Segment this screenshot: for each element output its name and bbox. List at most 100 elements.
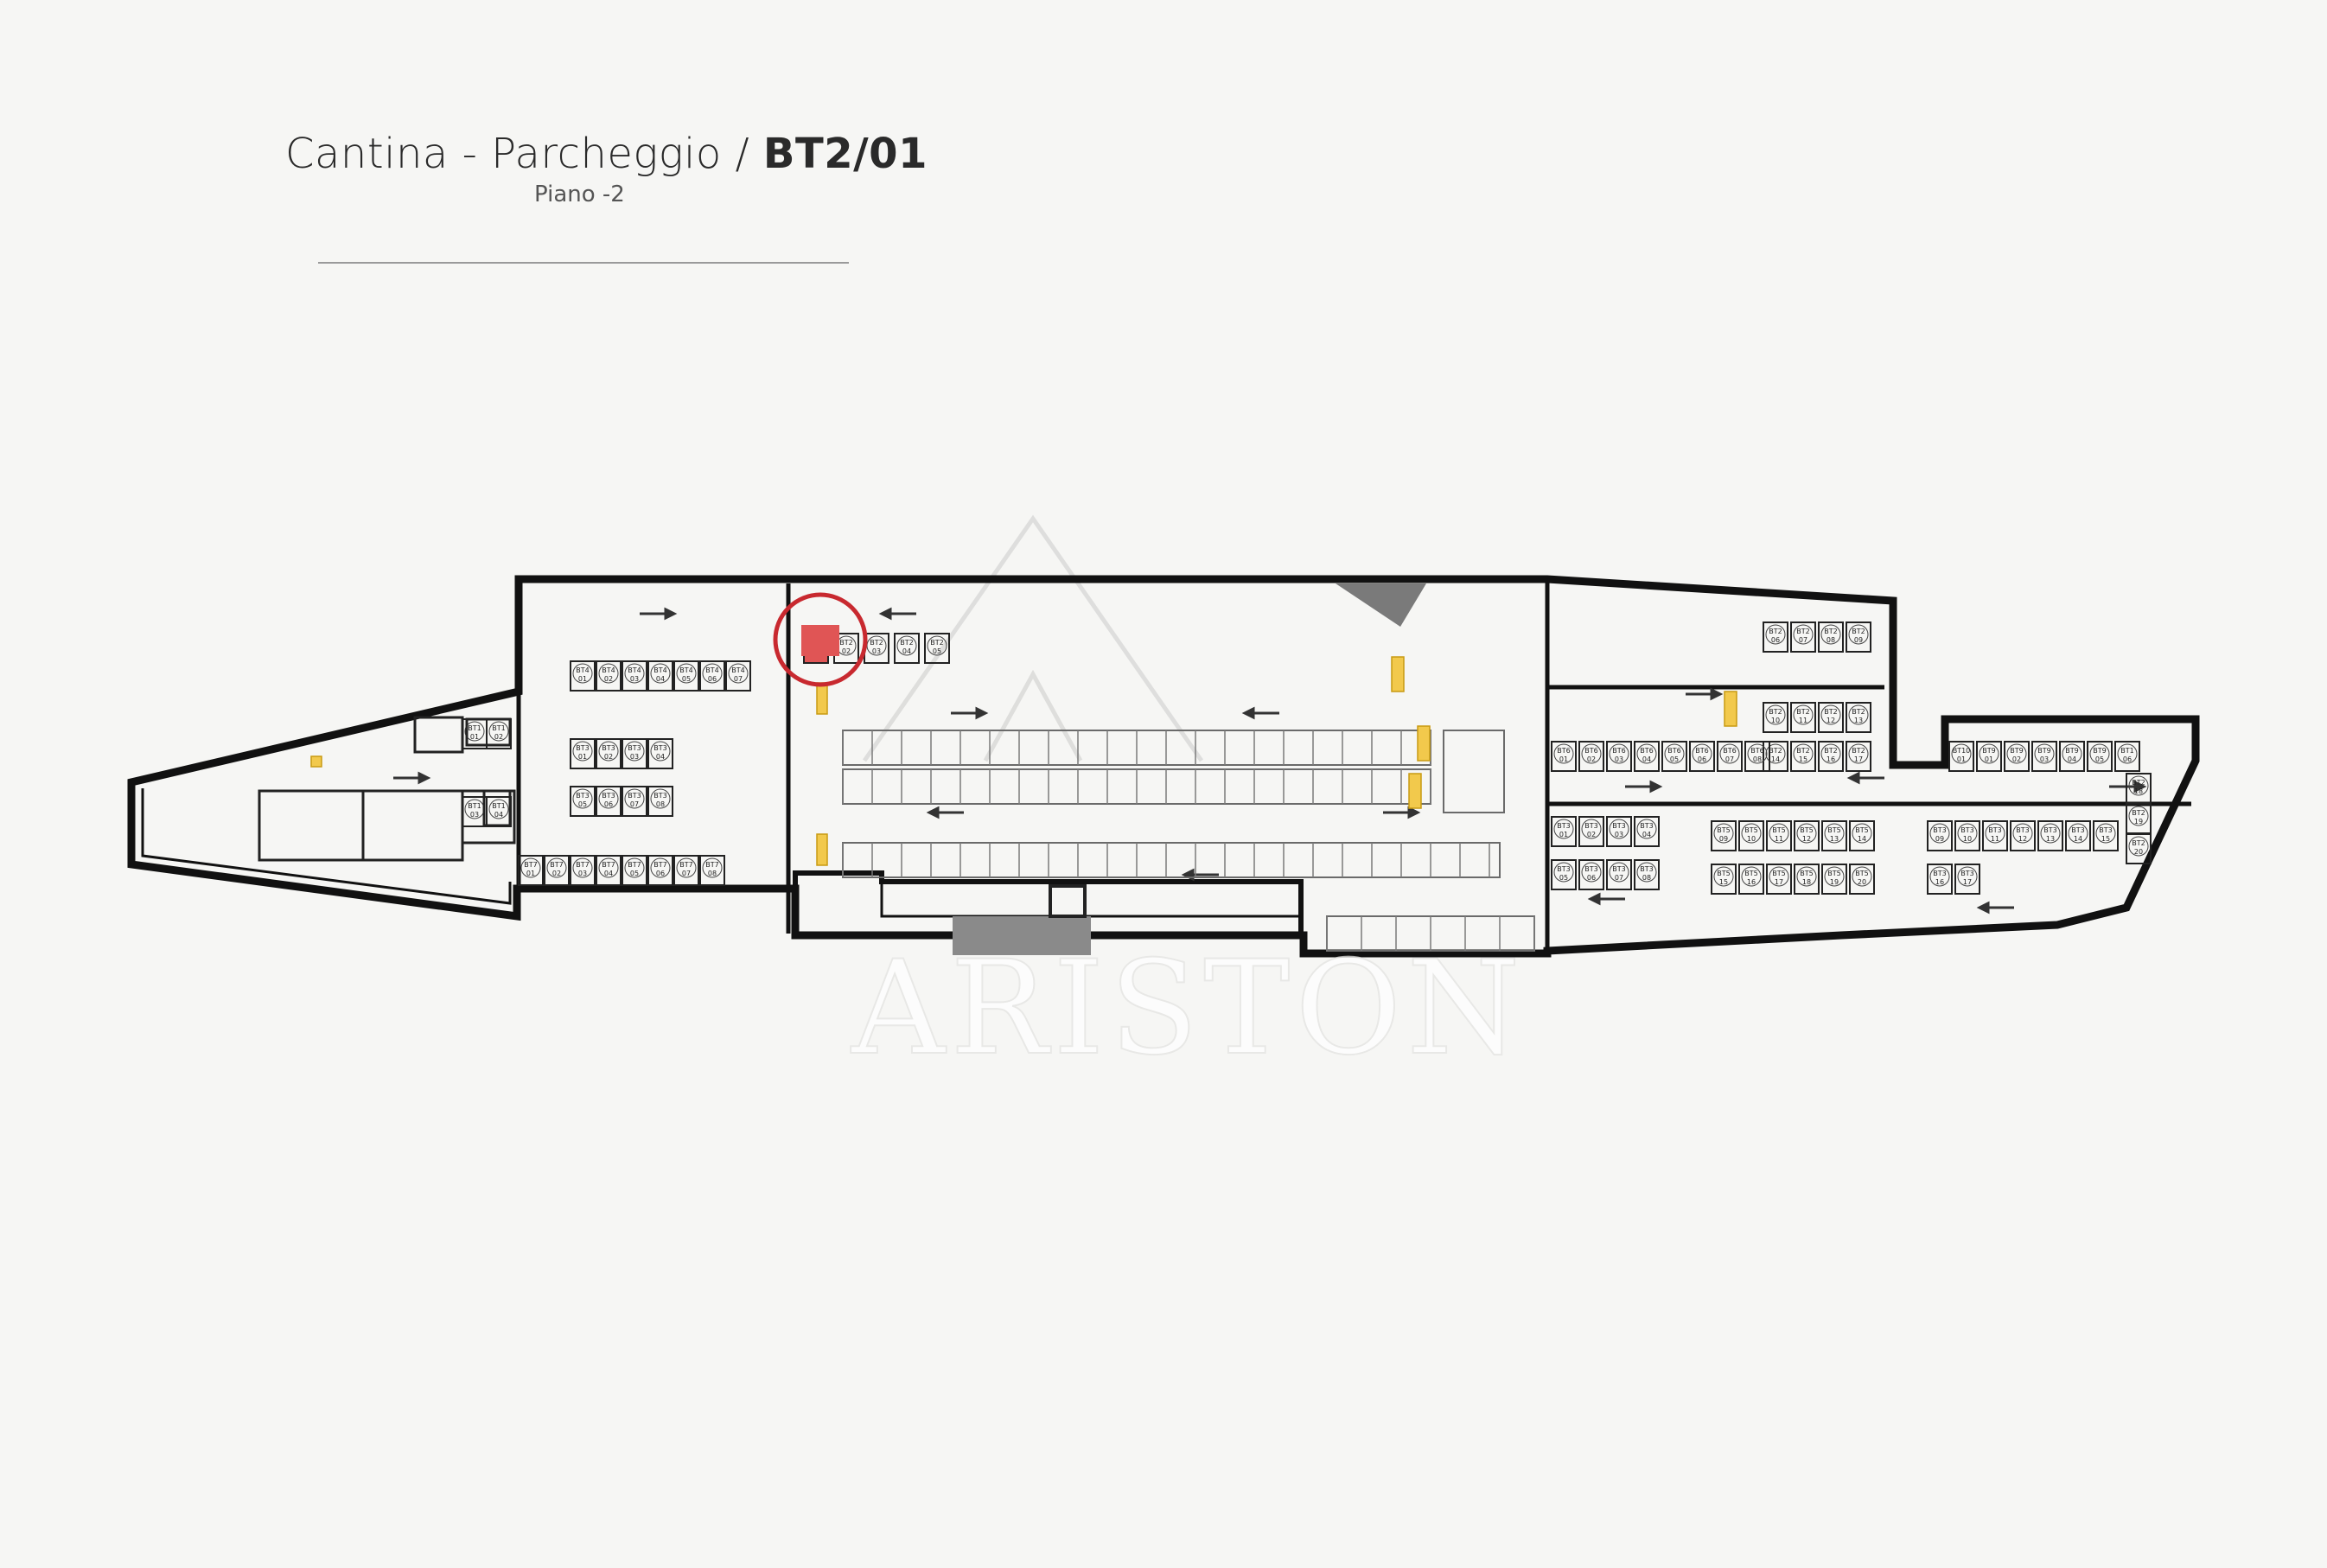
storage-unit-box	[1551, 741, 1577, 772]
shaded-blocks	[953, 583, 1426, 955]
storage-unit-badge	[2040, 823, 2061, 844]
storage-unit-badge	[488, 721, 509, 742]
storage-unit-number: 16	[1827, 755, 1835, 763]
storage-unit-code: BT3	[576, 744, 589, 752]
storage-unit-box	[1954, 820, 1980, 851]
storage-unit-number: 09	[1719, 835, 1728, 843]
title-unit-code: BT2/01	[762, 130, 928, 178]
storage-unit-badge	[572, 741, 593, 762]
storage-unit-badge	[572, 663, 593, 684]
storage-unit-box	[2004, 741, 2030, 772]
storage-unit-number: 03	[630, 753, 639, 761]
storage-unit-code: BT2	[1796, 628, 1809, 635]
